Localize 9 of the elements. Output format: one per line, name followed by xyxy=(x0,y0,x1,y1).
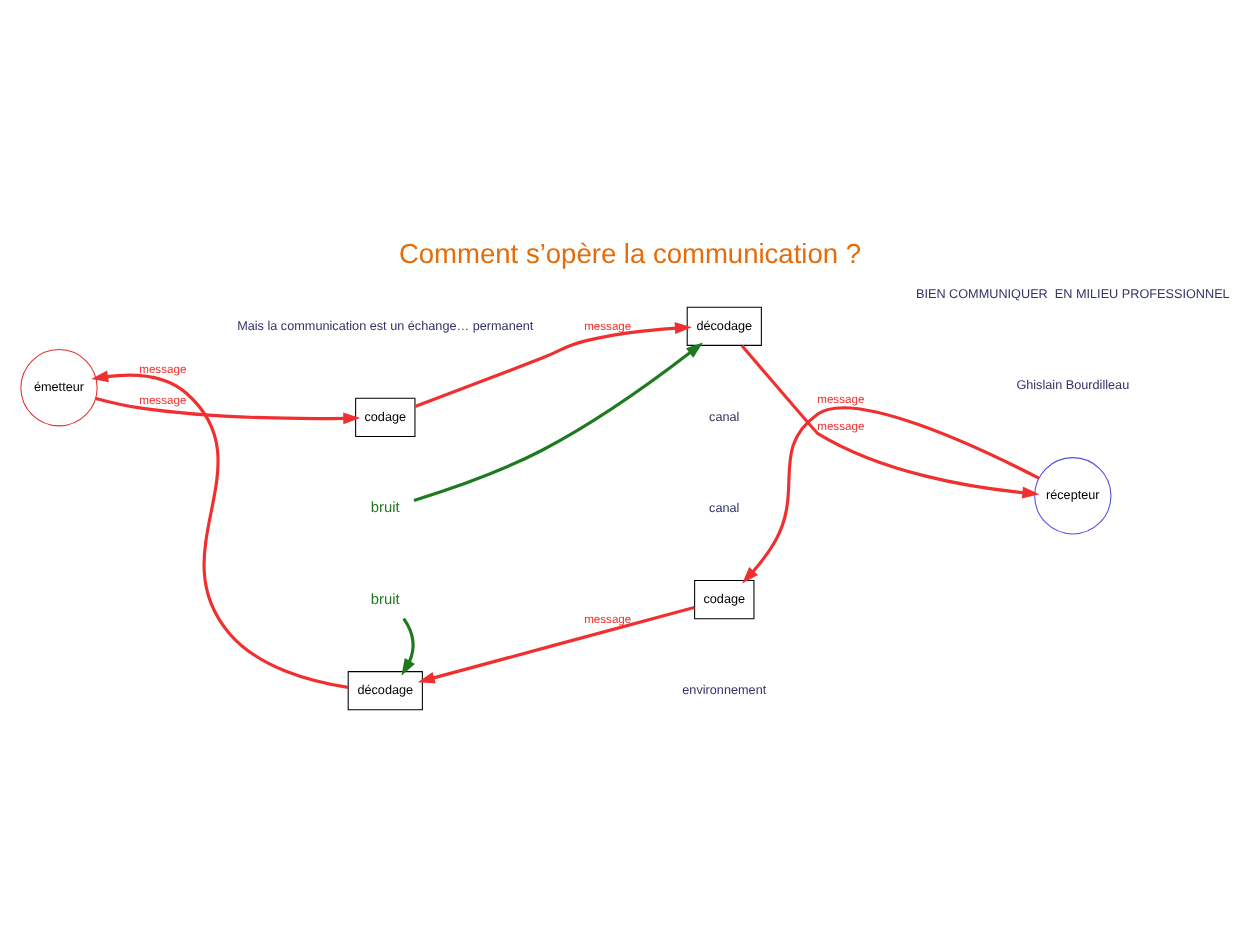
arrow xyxy=(417,605,695,684)
arrow xyxy=(742,406,1040,584)
arrow xyxy=(401,617,416,676)
arrow xyxy=(740,344,1040,499)
arrow xyxy=(95,396,361,425)
arrow xyxy=(413,342,704,502)
arrow xyxy=(91,370,349,689)
diagram-title: Comment s’opère la communication ? xyxy=(398,238,862,269)
arrow xyxy=(414,322,692,409)
